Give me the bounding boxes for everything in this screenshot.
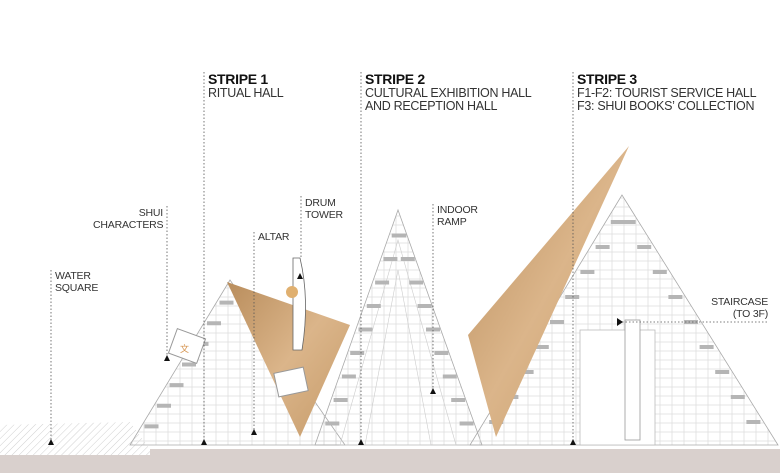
markers xyxy=(48,273,623,445)
step xyxy=(341,374,356,379)
leader-lines xyxy=(50,72,768,440)
step xyxy=(350,351,365,355)
step xyxy=(325,421,340,426)
step xyxy=(595,245,610,249)
step xyxy=(684,320,698,324)
step xyxy=(746,420,761,424)
stripe-1-title: STRIPE 1 xyxy=(208,71,268,87)
step xyxy=(668,295,683,299)
step xyxy=(426,327,440,332)
drum xyxy=(286,286,298,298)
shui-character-box xyxy=(167,328,207,364)
altar-box xyxy=(273,366,309,398)
label-altar: ALTAR xyxy=(258,231,290,243)
step xyxy=(358,327,373,332)
stripe-3-title: STRIPE 3 xyxy=(577,71,637,87)
step xyxy=(417,304,432,308)
step xyxy=(580,270,595,274)
stripe-2-subtitle-1: CULTURAL EXHIBITION HALL xyxy=(365,86,532,100)
pyramid-stripe-3 xyxy=(469,194,779,446)
step xyxy=(409,280,424,285)
stripe-1-subtitle: RITUAL HALL xyxy=(208,86,284,100)
step xyxy=(400,257,415,261)
step xyxy=(333,398,348,402)
step xyxy=(157,403,171,408)
svg-text:文: 文 xyxy=(180,343,189,355)
step xyxy=(730,395,745,399)
step xyxy=(451,398,466,402)
pyramid-stripe-2 xyxy=(314,208,483,446)
step xyxy=(207,321,221,326)
step xyxy=(219,300,234,305)
drum-tower xyxy=(292,257,306,351)
staircase-block xyxy=(579,329,656,446)
step xyxy=(610,220,625,224)
step xyxy=(182,362,196,367)
step xyxy=(565,295,580,299)
water-square-slope xyxy=(0,422,150,455)
stripe-3-subtitle-2: F3: SHUI BOOKS’ COLLECTION xyxy=(577,99,755,113)
step xyxy=(366,304,381,308)
step xyxy=(375,280,390,285)
step xyxy=(519,370,534,374)
step xyxy=(169,383,184,388)
stripe-2-title: STRIPE 2 xyxy=(365,71,425,87)
stripe-3-subtitle-1: F1-F2: TOURIST SERVICE HALL xyxy=(577,86,757,100)
wood-roof-stripe-1 xyxy=(227,282,350,437)
stripe-2-subtitle-2: AND RECEPTION HALL xyxy=(365,99,498,113)
step xyxy=(637,245,652,249)
step xyxy=(621,220,636,224)
step xyxy=(652,270,667,274)
step xyxy=(434,351,449,355)
step xyxy=(699,345,714,349)
wood-roof-stripe-3 xyxy=(468,146,629,437)
step xyxy=(392,233,407,238)
step xyxy=(459,421,474,426)
ground xyxy=(0,455,780,473)
step xyxy=(715,370,730,374)
step xyxy=(442,374,457,379)
step xyxy=(534,345,549,349)
label-staircase: STAIRCASE(TO 3F) xyxy=(711,296,768,320)
step xyxy=(550,320,564,324)
step xyxy=(383,257,398,261)
step xyxy=(144,424,159,429)
